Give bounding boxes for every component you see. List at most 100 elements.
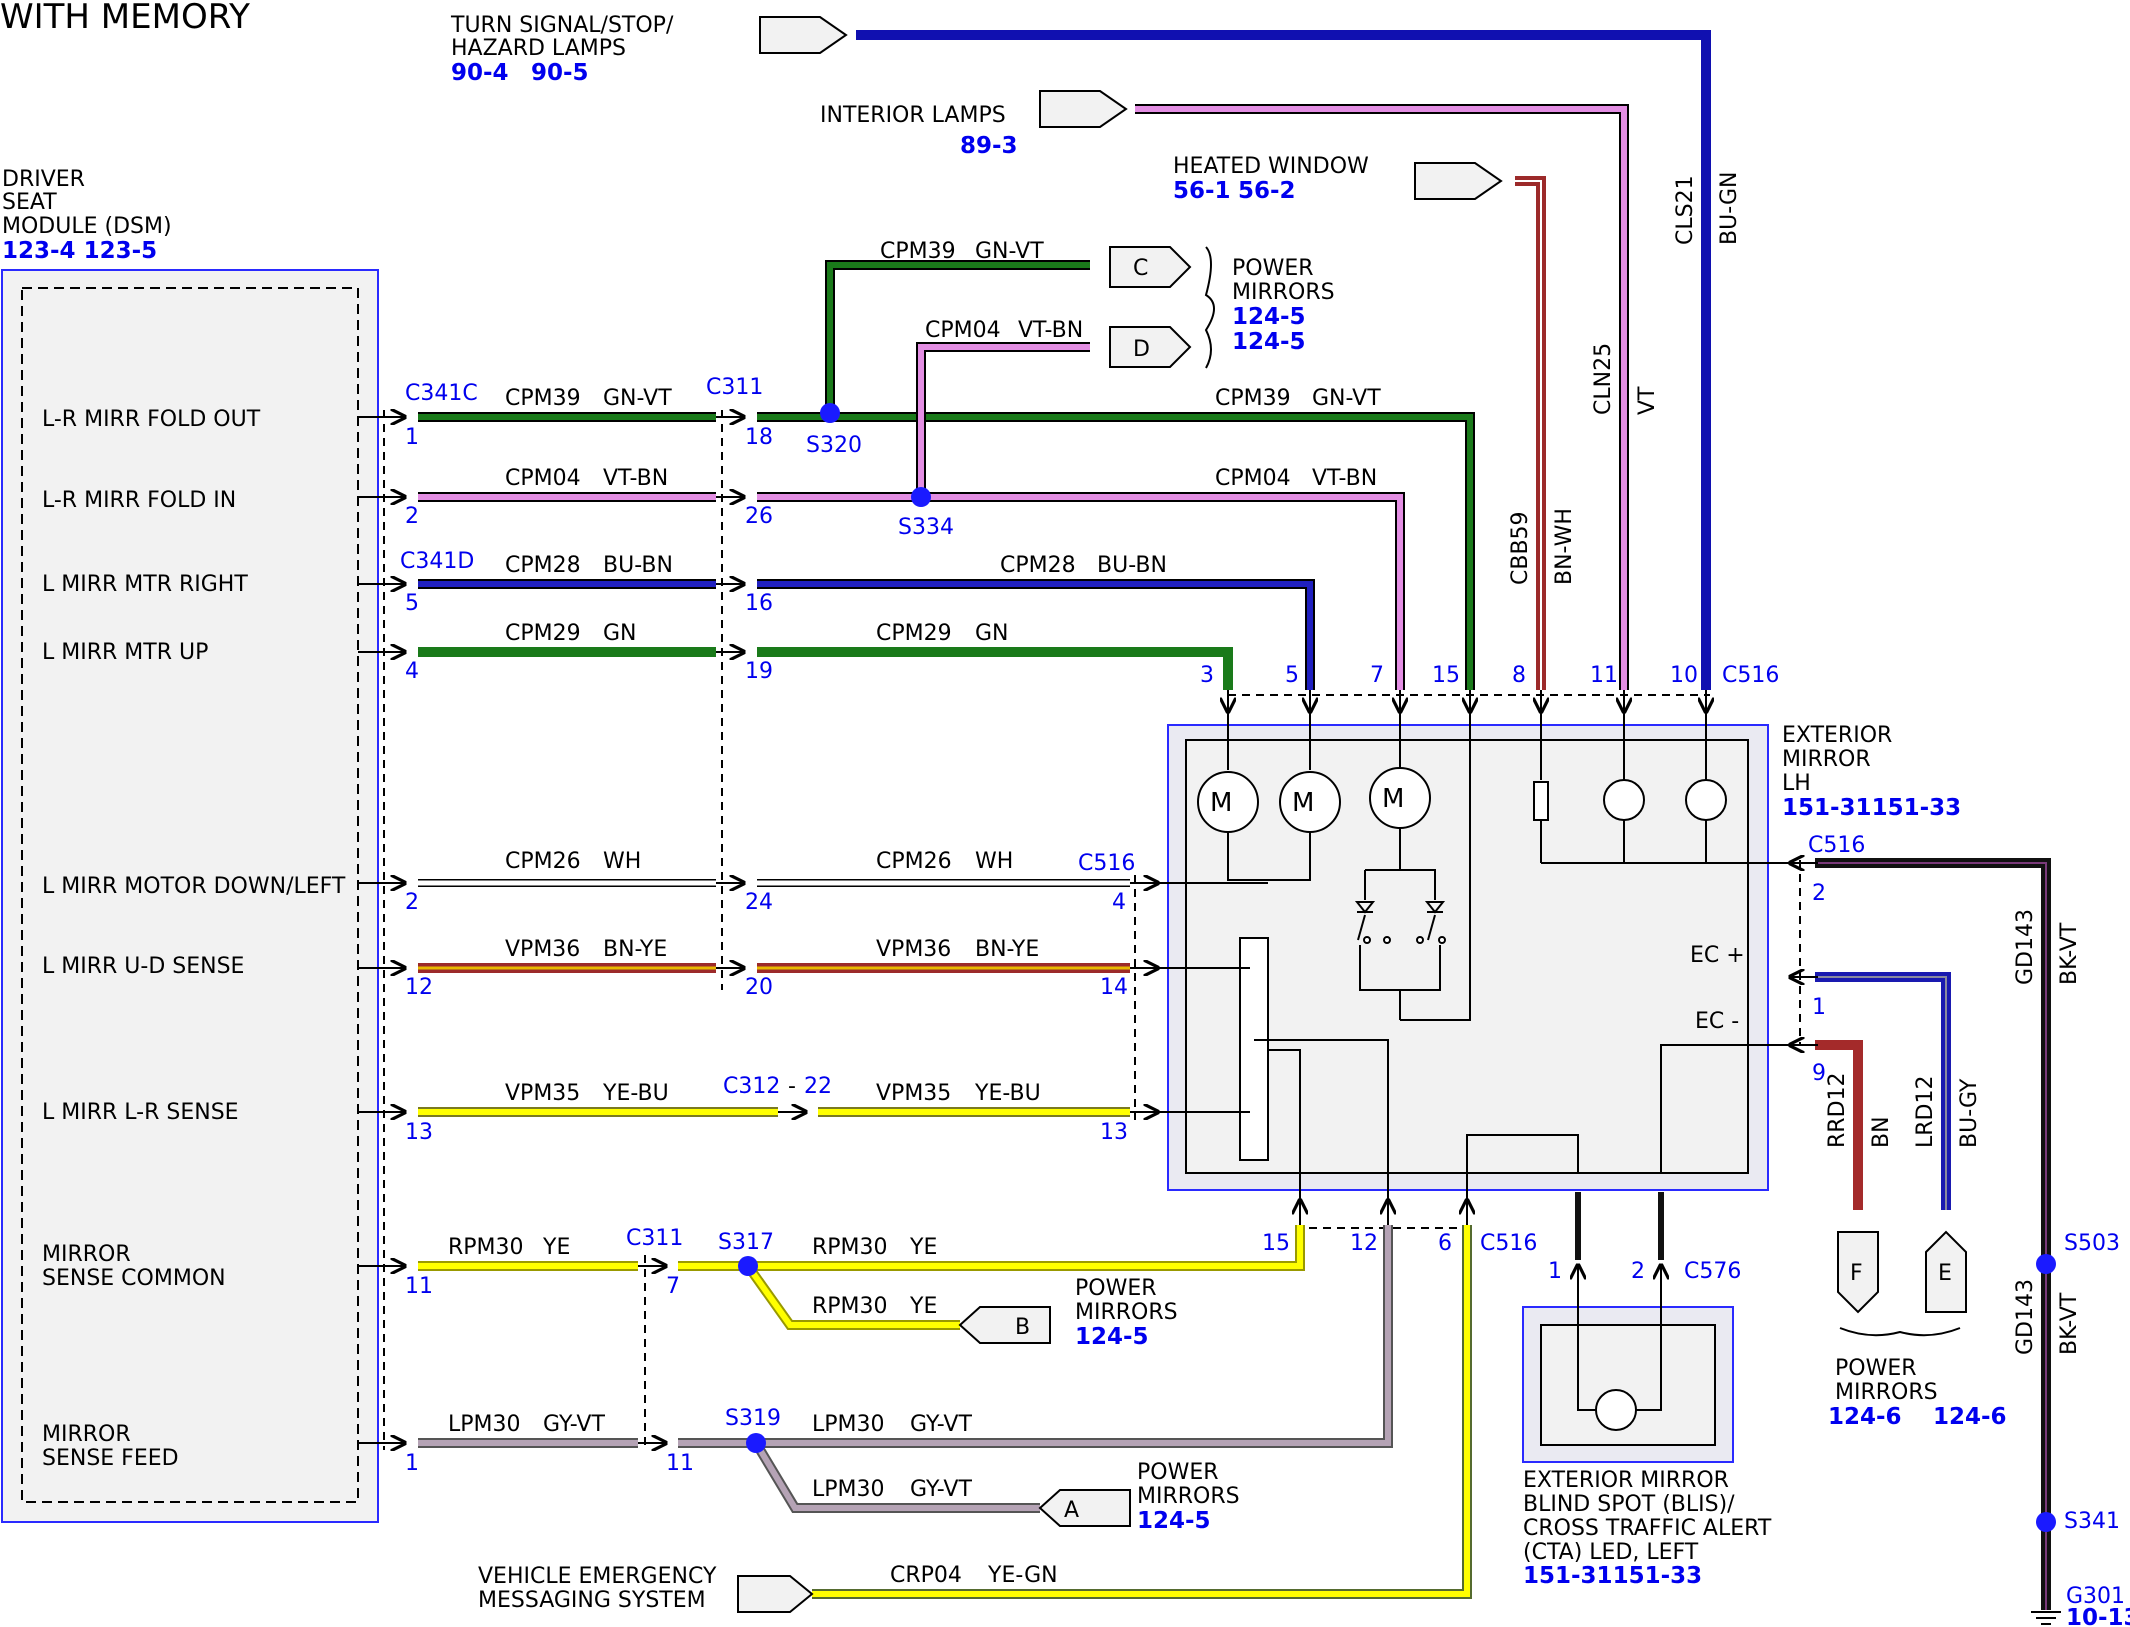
gd143-b-color: BK-VT	[2057, 1292, 2082, 1355]
offpage-d	[1109, 326, 1192, 368]
c311-label-top: C311	[706, 375, 763, 400]
exterior-mirror-block: EXTERIOR MIRROR LH 151-31151-33	[1158, 712, 1961, 1200]
c516-label-top: C516	[1722, 663, 1779, 688]
lpm30-b-color: GY-VT	[910, 1412, 972, 1437]
power-mirrors-cd-ref-1: 124-5	[1232, 304, 1306, 330]
letter-b: B	[1015, 1315, 1030, 1340]
mirror-top-arrows	[1228, 690, 1818, 1290]
pin-num-15a: 16	[745, 591, 773, 616]
power-mirrors-b-ref: 124-5	[1075, 1324, 1149, 1350]
offpage-letters: C D B A F E	[1015, 256, 1952, 1523]
pin-sense-common: SENSE COMMON	[42, 1266, 226, 1291]
rpm30-a-id: RPM30	[448, 1235, 524, 1260]
letter-a: A	[1064, 1498, 1079, 1523]
vpm35-a-id: VPM35	[505, 1081, 580, 1106]
c516-label-bottom: C516	[1480, 1231, 1537, 1256]
offpage-vems	[737, 1575, 814, 1613]
position-sensor	[1239, 937, 1269, 1161]
c341d-label: C341D	[400, 549, 474, 574]
cpm04-c-color: VT-BN	[1312, 466, 1377, 491]
lpm30-a-id: LPM30	[448, 1412, 521, 1437]
g301-label: G301	[2066, 1584, 2125, 1609]
wires	[418, 30, 2051, 1610]
s334-label: S334	[898, 515, 954, 540]
cpm04-c-id: CPM04	[1215, 466, 1291, 491]
s320-label: S320	[806, 433, 862, 458]
power-mirrors-fe-ref-2: 124-6	[1933, 1404, 2007, 1430]
rpm30-c-color: YE	[909, 1294, 937, 1319]
pin-num-20: 20	[745, 975, 773, 1000]
pin-num-7b: 7	[1370, 663, 1384, 688]
pin-num-24: 24	[745, 890, 773, 915]
splice-s503	[2036, 1254, 2056, 1274]
blis-ref: 151-31151-33	[1523, 1563, 1702, 1589]
pin-num-18: 18	[745, 425, 773, 450]
pin-num-26: 26	[745, 504, 773, 529]
power-mirrors-cd-line-1: POWER	[1232, 256, 1314, 281]
cbb59-id: CBB59	[1508, 511, 1533, 585]
letter-c: C	[1133, 256, 1148, 281]
s319-label: S319	[725, 1406, 781, 1431]
lrd12-id: LRD12	[1913, 1076, 1938, 1148]
pin-num-15b: 15	[1262, 1231, 1290, 1256]
cpm39-b-color: GN-VT	[975, 239, 1044, 264]
pin-num-2d: 2	[1631, 1259, 1645, 1284]
gd143-a-color: BK-VT	[2057, 922, 2082, 985]
pin-num-1a: 1	[405, 425, 419, 450]
offpage-b	[958, 1306, 1051, 1344]
rpm30-a-color: YE	[542, 1235, 570, 1260]
rpm30-c-id: RPM30	[812, 1294, 888, 1319]
splices	[738, 403, 2056, 1532]
c312-pin-label: 22	[804, 1074, 832, 1099]
offpage-c	[1109, 246, 1192, 288]
cpm29-b-color: GN	[975, 621, 1009, 646]
pin-fold-in: L-R MIRR FOLD IN	[42, 488, 236, 513]
power-mirrors-a-line-2: MIRRORS	[1137, 1484, 1240, 1509]
crp04-id: CRP04	[890, 1563, 962, 1588]
braces	[1204, 246, 1961, 1337]
blis-block: EXTERIOR MIRROR BLIND SPOT (BLIS)/ CROSS…	[1522, 1290, 1772, 1589]
cpm26-b-color: WH	[975, 849, 1013, 874]
interior-lamps-ref: 89-3	[960, 133, 1018, 159]
lpm30-c-id: LPM30	[812, 1477, 885, 1502]
lamp-1	[1603, 779, 1645, 821]
c516-label-left: C516	[1078, 851, 1135, 876]
offpage-interior	[1039, 90, 1128, 128]
offpage-e	[1925, 1230, 1967, 1313]
splice-s341	[2036, 1512, 2056, 1532]
c312-dash: -	[788, 1074, 796, 1099]
cpm28-b-color: BU-BN	[1097, 553, 1167, 578]
blis-label-line-3: CROSS TRAFFIC ALERT	[1523, 1516, 1772, 1541]
cpm39-a-id: CPM39	[505, 386, 581, 411]
offpage-a	[1038, 1489, 1131, 1527]
turn-signal-line-2: HAZARD LAMPS	[451, 36, 626, 61]
power-mirrors-b-line-2: MIRRORS	[1075, 1300, 1178, 1325]
pin-mtr-right: L MIRR MTR RIGHT	[42, 572, 248, 597]
mirror-label-line-2: MIRROR	[1782, 747, 1871, 772]
lamp-2	[1685, 779, 1727, 821]
mirror-label-line-1: EXTERIOR	[1782, 723, 1892, 748]
lrd12-color: BU-GY	[1957, 1078, 1982, 1148]
ground-g301	[2031, 1611, 2061, 1625]
vpm35-b-id: VPM35	[876, 1081, 951, 1106]
power-mirrors-cd-ref-2: 124-5	[1232, 329, 1306, 355]
dsm-block: DRIVER SEAT MODULE (DSM) 123-4 123-5	[1, 167, 379, 1523]
pin-num-13b: 13	[1100, 1120, 1128, 1145]
cpm04-a-id: CPM04	[505, 466, 581, 491]
pin-lr-sense: L MIRR L-R SENSE	[42, 1100, 239, 1125]
cls21-color: BU-GN	[1717, 172, 1742, 245]
pin-num-13a: 13	[405, 1120, 433, 1145]
mirror-label-line-3: LH	[1782, 771, 1811, 796]
pin-num-4b: 4	[1112, 890, 1126, 915]
c516-label-right: C516	[1808, 833, 1865, 858]
cpm26-b-id: CPM26	[876, 849, 952, 874]
cls21-id: CLS21	[1673, 175, 1698, 245]
splice-s334	[911, 487, 931, 507]
pin-fold-out: L-R MIRR FOLD OUT	[42, 407, 261, 432]
pin-num-11a: 11	[405, 1274, 433, 1299]
g301-ref: 10-13	[2066, 1605, 2130, 1627]
dsm-pin-labels: L-R MIRR FOLD OUT L-R MIRR FOLD IN L MIR…	[42, 407, 346, 1471]
pin-num-2a: 2	[405, 504, 419, 529]
pin-num-5a: 5	[405, 591, 419, 616]
splice-s319	[746, 1433, 766, 1453]
